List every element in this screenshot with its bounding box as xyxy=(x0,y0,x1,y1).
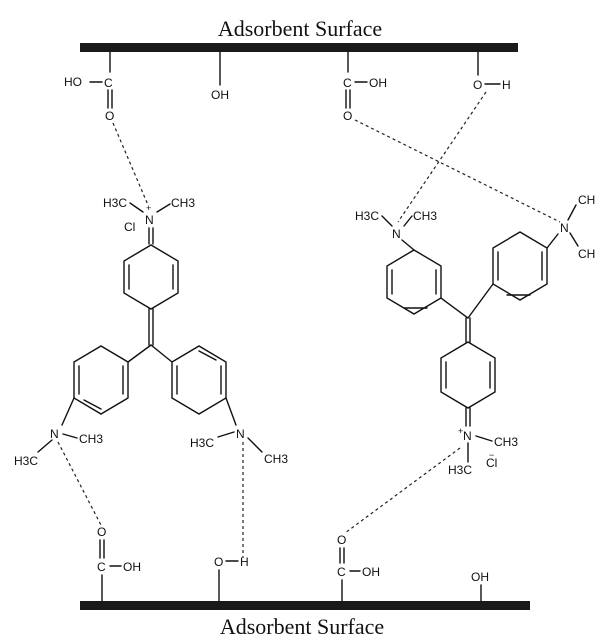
svg-text:+: + xyxy=(458,426,463,436)
interaction-right-nplus-to-bottom-c-o xyxy=(344,447,461,534)
svg-text:O: O xyxy=(473,78,482,92)
bottom-hydroxyl-group-2: O H xyxy=(214,555,249,602)
svg-text:O: O xyxy=(97,525,106,539)
left-dye-molecule: H3C + N CH3 Cl N CH3 H3C xyxy=(14,196,288,468)
svg-text:OH: OH xyxy=(211,88,229,102)
svg-text:C: C xyxy=(343,76,352,90)
interaction-top-c-o-to-right-right-n xyxy=(354,119,561,223)
svg-text:N: N xyxy=(145,213,154,227)
svg-text:O: O xyxy=(337,533,346,547)
svg-text:N: N xyxy=(463,429,472,443)
bottom-carboxyl-group-3: O C OH xyxy=(337,533,380,602)
svg-text:N: N xyxy=(392,227,401,241)
interaction-top-oh-to-right-left-n xyxy=(397,91,487,223)
top-surface-label: Adsorbent Surface xyxy=(218,16,382,41)
interaction-left-n-to-bottom-c-o xyxy=(57,441,103,528)
bottom-hydroxyl-group-4: OH xyxy=(471,570,489,602)
svg-text:H3C: H3C xyxy=(355,209,379,223)
svg-text:O: O xyxy=(105,109,114,123)
svg-text:+: + xyxy=(146,203,151,213)
svg-text:N: N xyxy=(560,221,569,235)
svg-text:Cl: Cl xyxy=(486,456,497,470)
svg-text:CH: CH xyxy=(578,193,595,207)
top-hydroxyl-group-2: OH xyxy=(211,51,229,102)
svg-text:C: C xyxy=(97,560,106,574)
top-carboxyl-group-1: HO C O xyxy=(64,51,114,123)
svg-text:HO: HO xyxy=(64,75,82,89)
svg-text:−: − xyxy=(489,450,494,460)
svg-text:OH: OH xyxy=(362,565,380,579)
svg-text:H3C: H3C xyxy=(190,436,214,450)
svg-text:CH3: CH3 xyxy=(494,435,518,449)
svg-text:Cl: Cl xyxy=(124,220,135,234)
svg-text:CH3: CH3 xyxy=(264,452,288,466)
svg-text:H3C: H3C xyxy=(103,196,127,210)
svg-text:OH: OH xyxy=(369,76,387,90)
svg-text:OH: OH xyxy=(123,560,141,574)
svg-text:O: O xyxy=(214,555,223,569)
svg-text:H3C: H3C xyxy=(448,463,472,477)
svg-text:CH3: CH3 xyxy=(171,196,195,210)
svg-text:OH: OH xyxy=(471,570,489,584)
bottom-carboxyl-group-1: O C OH xyxy=(97,525,141,602)
right-dye-molecule: H3C N CH3 CH N CH + N xyxy=(355,193,595,477)
top-hydroxyl-group-4: O H xyxy=(473,51,511,92)
svg-text:CH: CH xyxy=(578,247,595,261)
svg-text:H: H xyxy=(240,555,249,569)
top-adsorbent-surface xyxy=(80,43,518,52)
svg-text:H: H xyxy=(502,78,511,92)
svg-text:CH3: CH3 xyxy=(413,209,437,223)
svg-text:CH3: CH3 xyxy=(79,432,103,446)
svg-text:N: N xyxy=(236,427,245,441)
svg-text:C: C xyxy=(337,565,346,579)
bottom-surface-label: Adsorbent Surface xyxy=(220,614,384,639)
svg-text:H3C: H3C xyxy=(14,454,38,468)
interaction-lines xyxy=(57,91,561,558)
top-carboxyl-group-3: C OH O xyxy=(343,51,387,123)
svg-text:N: N xyxy=(50,427,59,441)
interaction-top-c-o-to-left-nplus xyxy=(112,122,149,206)
bottom-adsorbent-surface xyxy=(80,601,530,610)
svg-text:O: O xyxy=(343,109,352,123)
svg-text:C: C xyxy=(104,76,113,90)
